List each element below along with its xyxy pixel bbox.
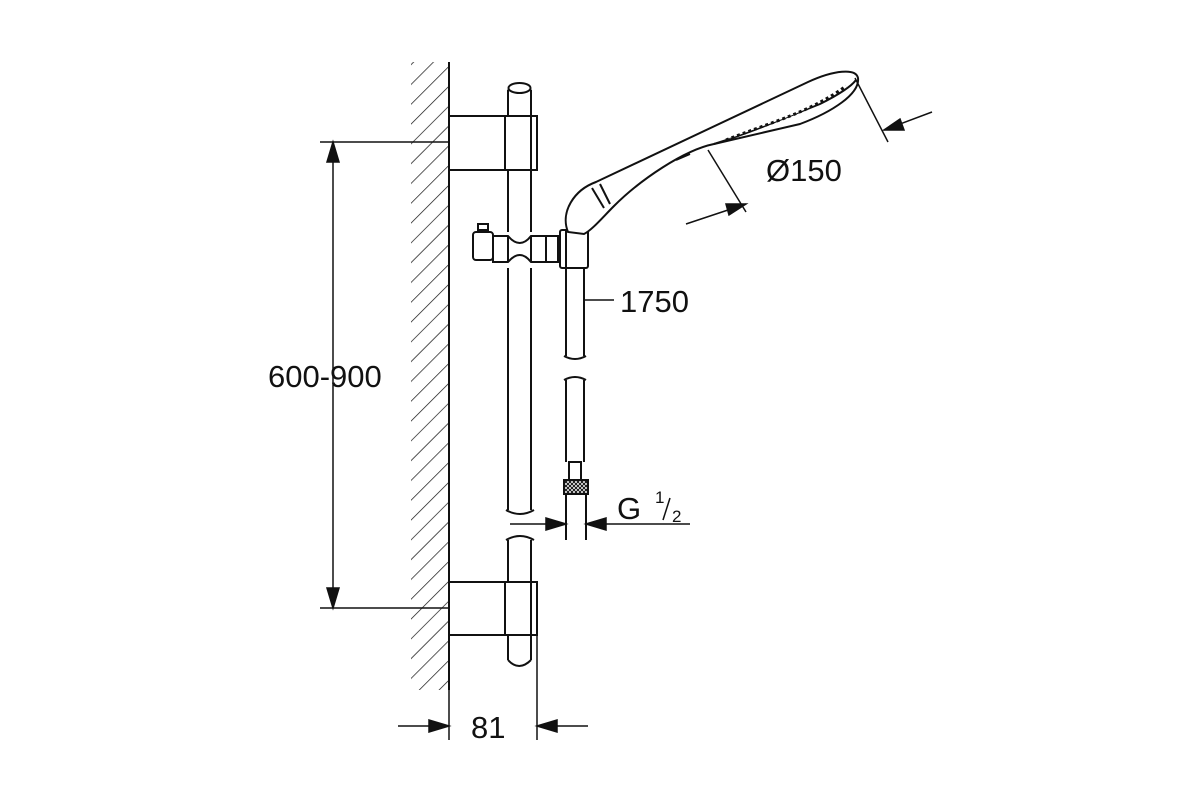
hand-shower — [564, 70, 860, 236]
shower-hose-lower — [563, 376, 589, 540]
thread-fraction-slash — [662, 497, 671, 521]
dimension-label-thread: G — [617, 491, 641, 526]
handshower-holder — [559, 229, 589, 269]
thread-fraction-denominator: 2 — [672, 507, 681, 526]
shower-rail-lower — [505, 535, 535, 667]
dimension-head-diameter — [685, 77, 933, 225]
dimension-label-head-diameter: Ø150 — [766, 153, 842, 188]
dimension-thread — [510, 494, 690, 538]
shower-rail-upper — [505, 82, 535, 515]
dimension-label-wall-offset: 81 — [471, 710, 505, 745]
dimension-label-hose-length: 1750 — [620, 284, 689, 319]
bottom-wall-bracket — [448, 581, 538, 636]
rail-slider — [472, 223, 559, 263]
shower-hose-upper — [563, 268, 587, 360]
dimension-label-rail-spacing: 600-900 — [268, 359, 382, 394]
wall — [411, 62, 450, 690]
dimension-rail-spacing — [320, 139, 449, 611]
dimension-wall-offset — [398, 635, 588, 740]
top-wall-bracket — [448, 115, 538, 171]
thread-fraction-numerator: 1 — [655, 488, 664, 507]
